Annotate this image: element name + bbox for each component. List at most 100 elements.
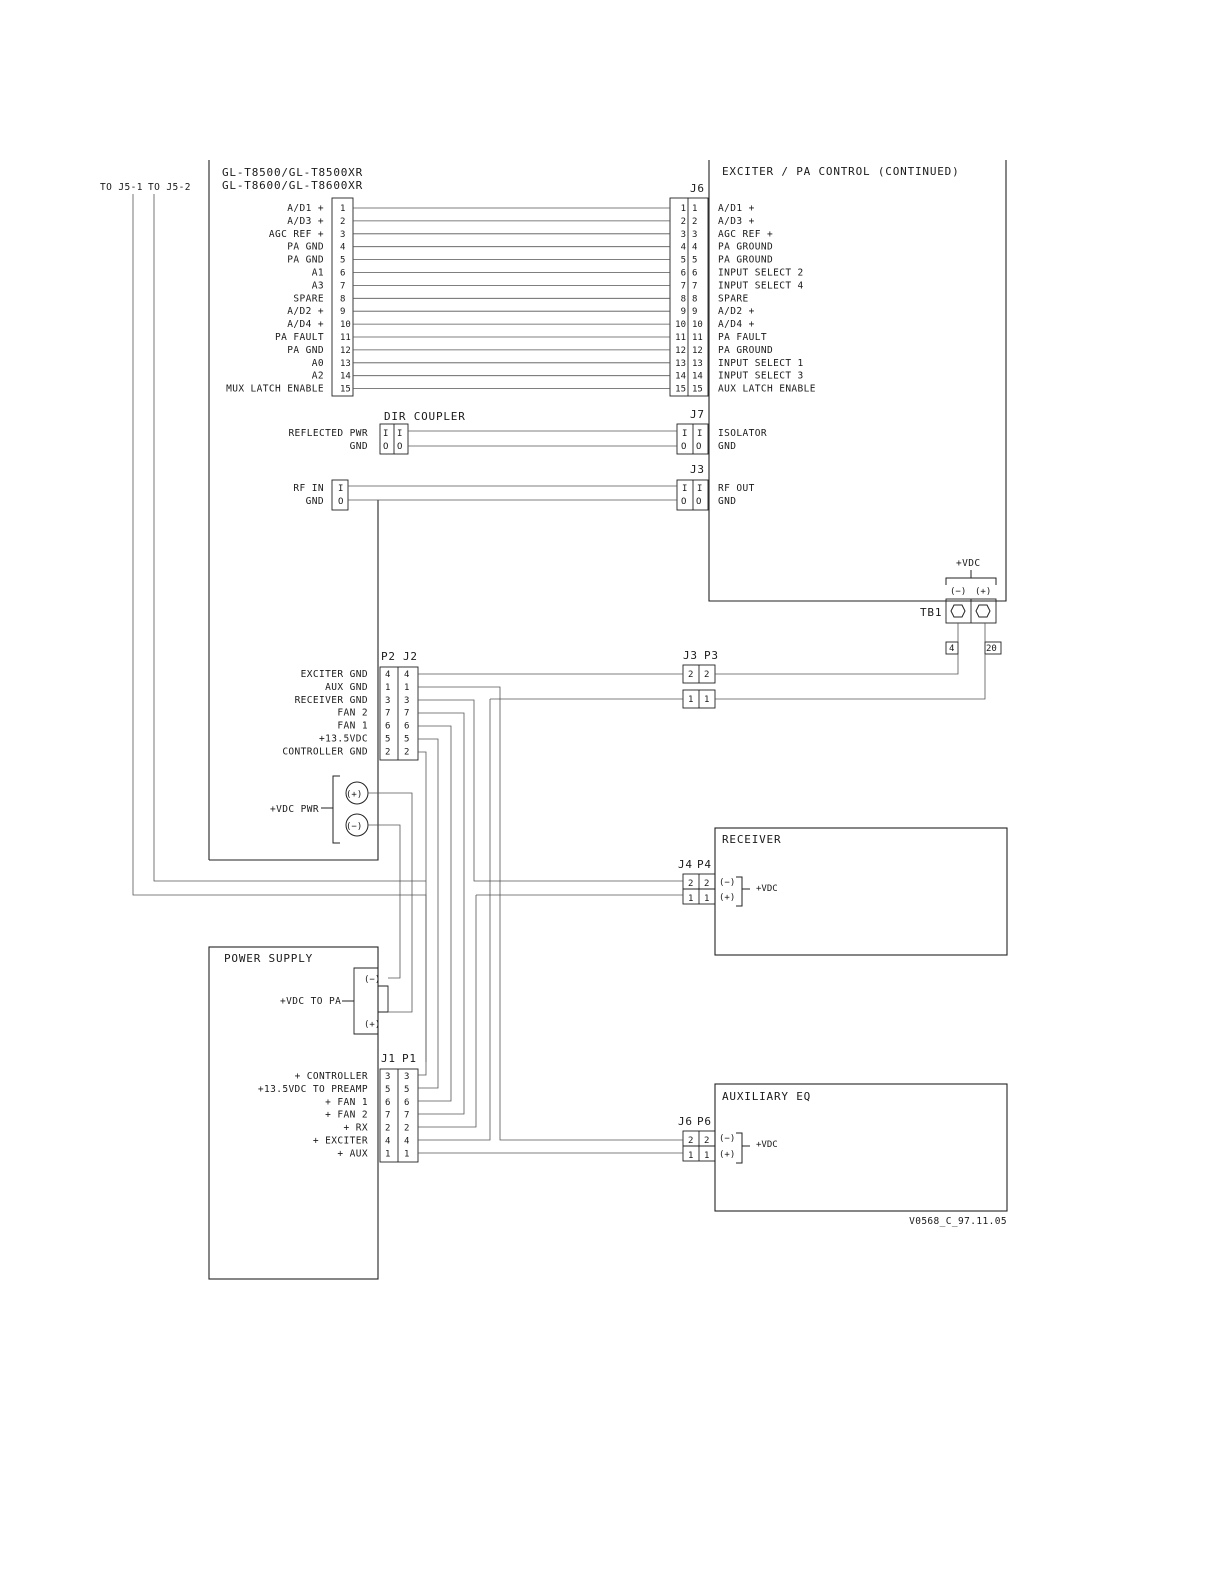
svg-text:1: 1 <box>704 1151 709 1161</box>
ps-pin-label: + CONTROLLER <box>295 1071 368 1082</box>
exciter-j6-pin-label: PA FAULT <box>718 332 767 343</box>
ps-plus: (+) <box>364 1020 380 1030</box>
power-supply: POWER SUPPLY +VDC TO PA (−) (+) J1 P1 + … <box>208 946 419 1280</box>
exciter-j6-pin-label: A/D2 + <box>718 306 755 317</box>
pa-power-pin-label: RECEIVER GND <box>295 695 368 706</box>
pa-j6-pin-number: 4 <box>340 243 345 253</box>
receiver-title: RECEIVER <box>722 833 781 846</box>
pa-unit: GL-T8500/GL-T8500XR GL-T8600/GL-T8600XR … <box>100 160 465 861</box>
exciter-j6-label: J6 <box>690 182 705 195</box>
exciter-j6-pin-number: 9 <box>681 307 686 317</box>
receiver-vdc-label: +VDC <box>756 884 778 894</box>
exciter-j6-pin-number: 5 <box>681 256 686 266</box>
svg-text:2: 2 <box>688 879 693 889</box>
ps-pin-label: + AUX <box>337 1148 368 1159</box>
to-j5-2-label: TO J5-2 <box>148 182 191 193</box>
j2-pin-number: 7 <box>404 709 409 719</box>
exciter-j6-pin-label: AGC REF + <box>718 229 773 240</box>
exciter-j6-connector <box>669 197 709 397</box>
j2-pin-number: 5 <box>404 735 409 745</box>
exciter-j6-pin-number: 15 <box>675 385 686 395</box>
exciter-j6-pin-number: 14 <box>692 372 703 382</box>
svg-text:O: O <box>681 497 686 507</box>
exciter-j7-connector <box>676 423 709 455</box>
auxiliary-eq: AUXILIARY EQ J6 P6 2 2 1 1 (−) (+) +VDC <box>678 1083 1008 1212</box>
j2-pin-number: 4 <box>404 670 409 680</box>
pa-j6-pin-label: PA GND <box>287 255 324 266</box>
pa-j6-pin-number: 6 <box>340 269 345 279</box>
svg-text:O: O <box>397 442 402 452</box>
pa-j6-pin-label: A/D2 + <box>287 306 324 317</box>
exciter-j6-pin-number: 2 <box>681 217 686 227</box>
aux-p6-label: P6 <box>697 1115 712 1128</box>
pa-j6-pin-number: 10 <box>340 320 351 330</box>
p1-pin-number: 2 <box>404 1124 409 1134</box>
exciter-j6-pin-number: 6 <box>692 269 697 279</box>
p1-label: P1 <box>402 1052 417 1065</box>
pa-power-pin-label: FAN 2 <box>337 708 368 719</box>
pa-power-pin-label: +13.5VDC <box>319 734 368 745</box>
exciter-vdc-plus: (+) <box>975 587 991 597</box>
vdc-pwr-minus: (−) <box>346 822 362 832</box>
j1-pin-number: 5 <box>385 1085 390 1095</box>
j2-pin-number: 6 <box>404 722 409 732</box>
exciter-j6-pin-number: 9 <box>692 307 697 317</box>
exciter-j6-pin-number: 13 <box>692 359 703 369</box>
pa-j6-pin-number: 5 <box>340 256 345 266</box>
exciter-j3-label: J3 <box>690 463 705 476</box>
pa-power-pin-label: EXCITER GND <box>301 669 368 680</box>
exciter-j6-pin-number: 11 <box>692 333 703 343</box>
ps-pin-label: + EXCITER <box>313 1136 368 1147</box>
exciter-j6-pin-number: 10 <box>675 320 686 330</box>
ps-pin-label: + FAN 2 <box>325 1110 368 1121</box>
pa-j6-pin-label: A/D3 + <box>287 216 324 227</box>
pa-j6-pin-label: AGC REF + <box>269 229 324 240</box>
p1-pin-number: 4 <box>404 1137 409 1147</box>
svg-text:O: O <box>338 497 343 507</box>
ps-minus: (−) <box>364 975 380 985</box>
exciter-j6-pin-number: 1 <box>681 204 686 214</box>
j2-pin-number: 3 <box>404 696 409 706</box>
pa-j6-pin-label: A/D1 + <box>287 203 324 214</box>
exciter-j6-pin-number: 14 <box>675 372 686 382</box>
j1-pin-number: 6 <box>385 1098 390 1108</box>
tb1-minus-screw <box>950 604 966 618</box>
exciter-vdc-label: +VDC <box>956 558 980 569</box>
j3-p3-inline-connector: J3 P3 2 2 1 1 <box>682 649 718 709</box>
svg-text:2: 2 <box>688 1136 693 1146</box>
exciter-j6-pin-number: 7 <box>692 281 697 291</box>
svg-text:O: O <box>383 442 388 452</box>
wire-4-marker: 4 <box>949 644 954 654</box>
exciter-j6-pin-number: 3 <box>692 230 697 240</box>
vdc-pwr-plus: (+) <box>346 790 362 800</box>
exciter-j6-pin-number: 15 <box>692 385 703 395</box>
svg-text:2: 2 <box>688 670 693 680</box>
exciter-j6-pin-label: INPUT SELECT 2 <box>718 268 804 279</box>
svg-text:1: 1 <box>704 894 709 904</box>
aux-eq-title: AUXILIARY EQ <box>722 1090 811 1103</box>
j6-signal-bus <box>353 207 670 390</box>
svg-text:O: O <box>681 442 686 452</box>
exciter-j6-pin-number: 10 <box>692 320 703 330</box>
pa-j6-pin-label: A1 <box>312 268 324 279</box>
j2-pin-number: 2 <box>404 747 409 757</box>
pa-j6-pin-label: SPARE <box>293 293 324 304</box>
to-j5-1-label: TO J5-1 <box>100 182 143 193</box>
j1-pin-number: 2 <box>385 1124 390 1134</box>
pa-j6-pin-number: 12 <box>340 346 351 356</box>
p1-pin-number: 3 <box>404 1072 409 1082</box>
reflected-pwr-label: REFLECTED PWR <box>288 428 368 439</box>
exciter-j6-pin-number: 3 <box>681 230 686 240</box>
svg-text:I: I <box>697 484 702 494</box>
vdc-pwr-label: +VDC PWR <box>270 804 319 815</box>
j2-label: J2 <box>403 650 418 663</box>
j1-label: J1 <box>381 1052 396 1065</box>
receiver-p4-label: P4 <box>697 858 712 871</box>
svg-text:O: O <box>696 442 701 452</box>
svg-text:1: 1 <box>704 695 709 705</box>
exciter-j6-pin-number: 8 <box>692 294 697 304</box>
